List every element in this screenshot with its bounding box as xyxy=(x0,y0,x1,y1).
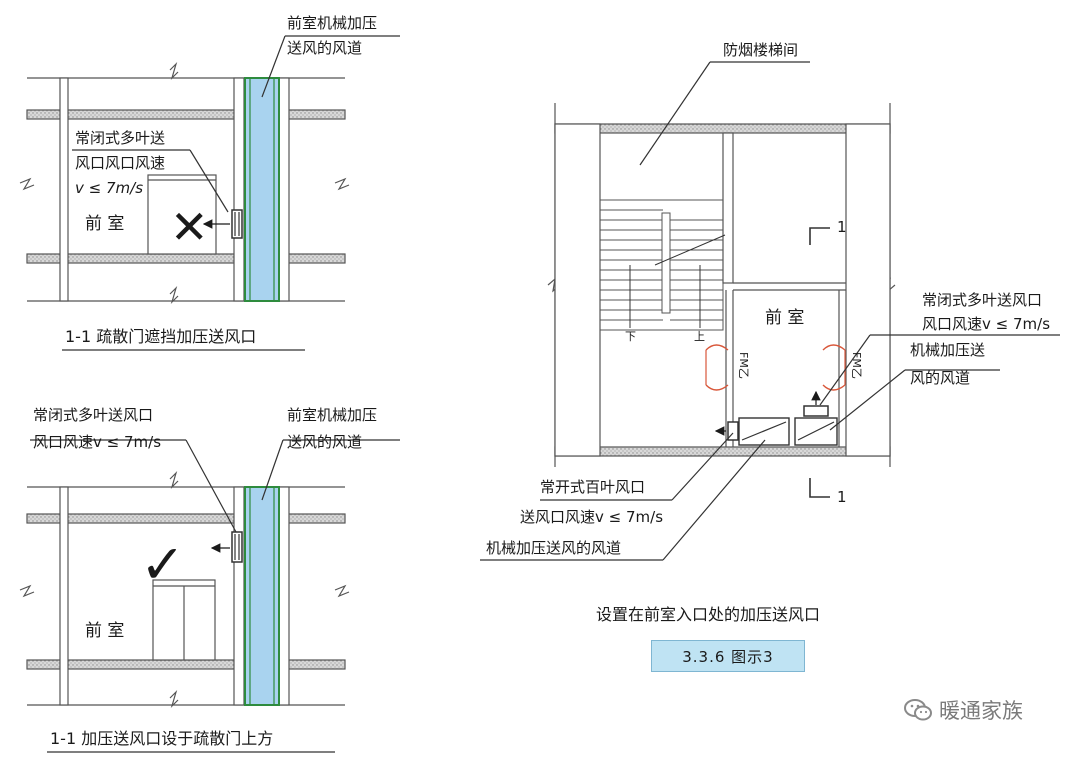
check-mark: ✓ xyxy=(140,533,185,596)
panel-a-duct-label-1: 前室机械加压 xyxy=(287,14,377,32)
pressurized-duct xyxy=(244,486,280,706)
panel-a-room: 前 室 xyxy=(85,214,124,234)
panel-a-vent-label-1: 常闭式多叶送 xyxy=(75,129,165,147)
panel-b-vent-label-1: 常闭式多叶送风口 xyxy=(33,406,153,424)
panel-a xyxy=(19,35,400,305)
panel-c-room: 前 室 xyxy=(765,308,804,328)
section-mark-top: 1 xyxy=(837,218,847,236)
door-right-label: FM乙 xyxy=(850,352,863,379)
duct-right-label-2: 风的风道 xyxy=(910,369,970,387)
evacuation-door xyxy=(147,174,217,255)
panel-b-duct-label-2: 送风的风道 xyxy=(287,433,362,451)
duct-left-label: 机械加压送风的风道 xyxy=(486,539,621,557)
multi-blade-vent xyxy=(803,405,829,417)
duct-right-label-1: 机械加压送 xyxy=(910,341,985,359)
panel-c xyxy=(480,61,1060,561)
door-right xyxy=(822,344,846,391)
panel-b-room: 前 室 xyxy=(85,621,124,641)
panel-a-vent-label-3: v ≤ 7m/s xyxy=(75,179,143,197)
vent-open-label-2: 送风口风速v ≤ 7m/s xyxy=(520,508,663,526)
wechat-icon xyxy=(904,699,932,721)
supply-vent xyxy=(231,531,243,563)
vent-closed-label-2: 风口风速v ≤ 7m/s xyxy=(922,315,1050,333)
panel-a-duct-label-2: 送风的风道 xyxy=(287,39,362,57)
vent-open-label-1: 常开式百叶风口 xyxy=(540,478,645,496)
panel-c-caption: 设置在前室入口处的加压送风口 xyxy=(596,605,820,624)
cross-mark: ✕ xyxy=(170,200,209,254)
stair-treads xyxy=(599,199,726,331)
stair-down: 下 xyxy=(625,330,636,343)
watermark-text: 暖通家族 xyxy=(939,699,1023,723)
louver-vent xyxy=(727,421,739,441)
figure-number-badge: 3.3.6 图示3 xyxy=(651,640,805,672)
panel-b-duct-label-1: 前室机械加压 xyxy=(287,406,377,424)
panel-b-vent-label-2: 风口风速v ≤ 7m/s xyxy=(33,433,161,451)
panel-b-caption: 1-1 加压送风口设于疏散门上方 xyxy=(50,729,273,748)
door-left-label: FM乙 xyxy=(737,352,750,379)
door-left xyxy=(705,344,729,391)
panel-a-vent-label-2: 风口风口风速 xyxy=(75,154,165,172)
panel-b xyxy=(19,439,400,709)
vent-closed-label-1: 常闭式多叶送风口 xyxy=(922,291,1042,309)
section-mark-bottom: 1 xyxy=(837,488,847,506)
supply-vent xyxy=(231,209,243,239)
watermark: 暖通家族 xyxy=(903,693,1023,727)
stair-label: 防烟楼梯间 xyxy=(723,41,798,59)
panel-a-caption: 1-1 疏散门遮挡加压送风口 xyxy=(65,327,256,346)
pressurized-duct xyxy=(244,77,280,302)
stair-up: 上 xyxy=(694,330,705,343)
